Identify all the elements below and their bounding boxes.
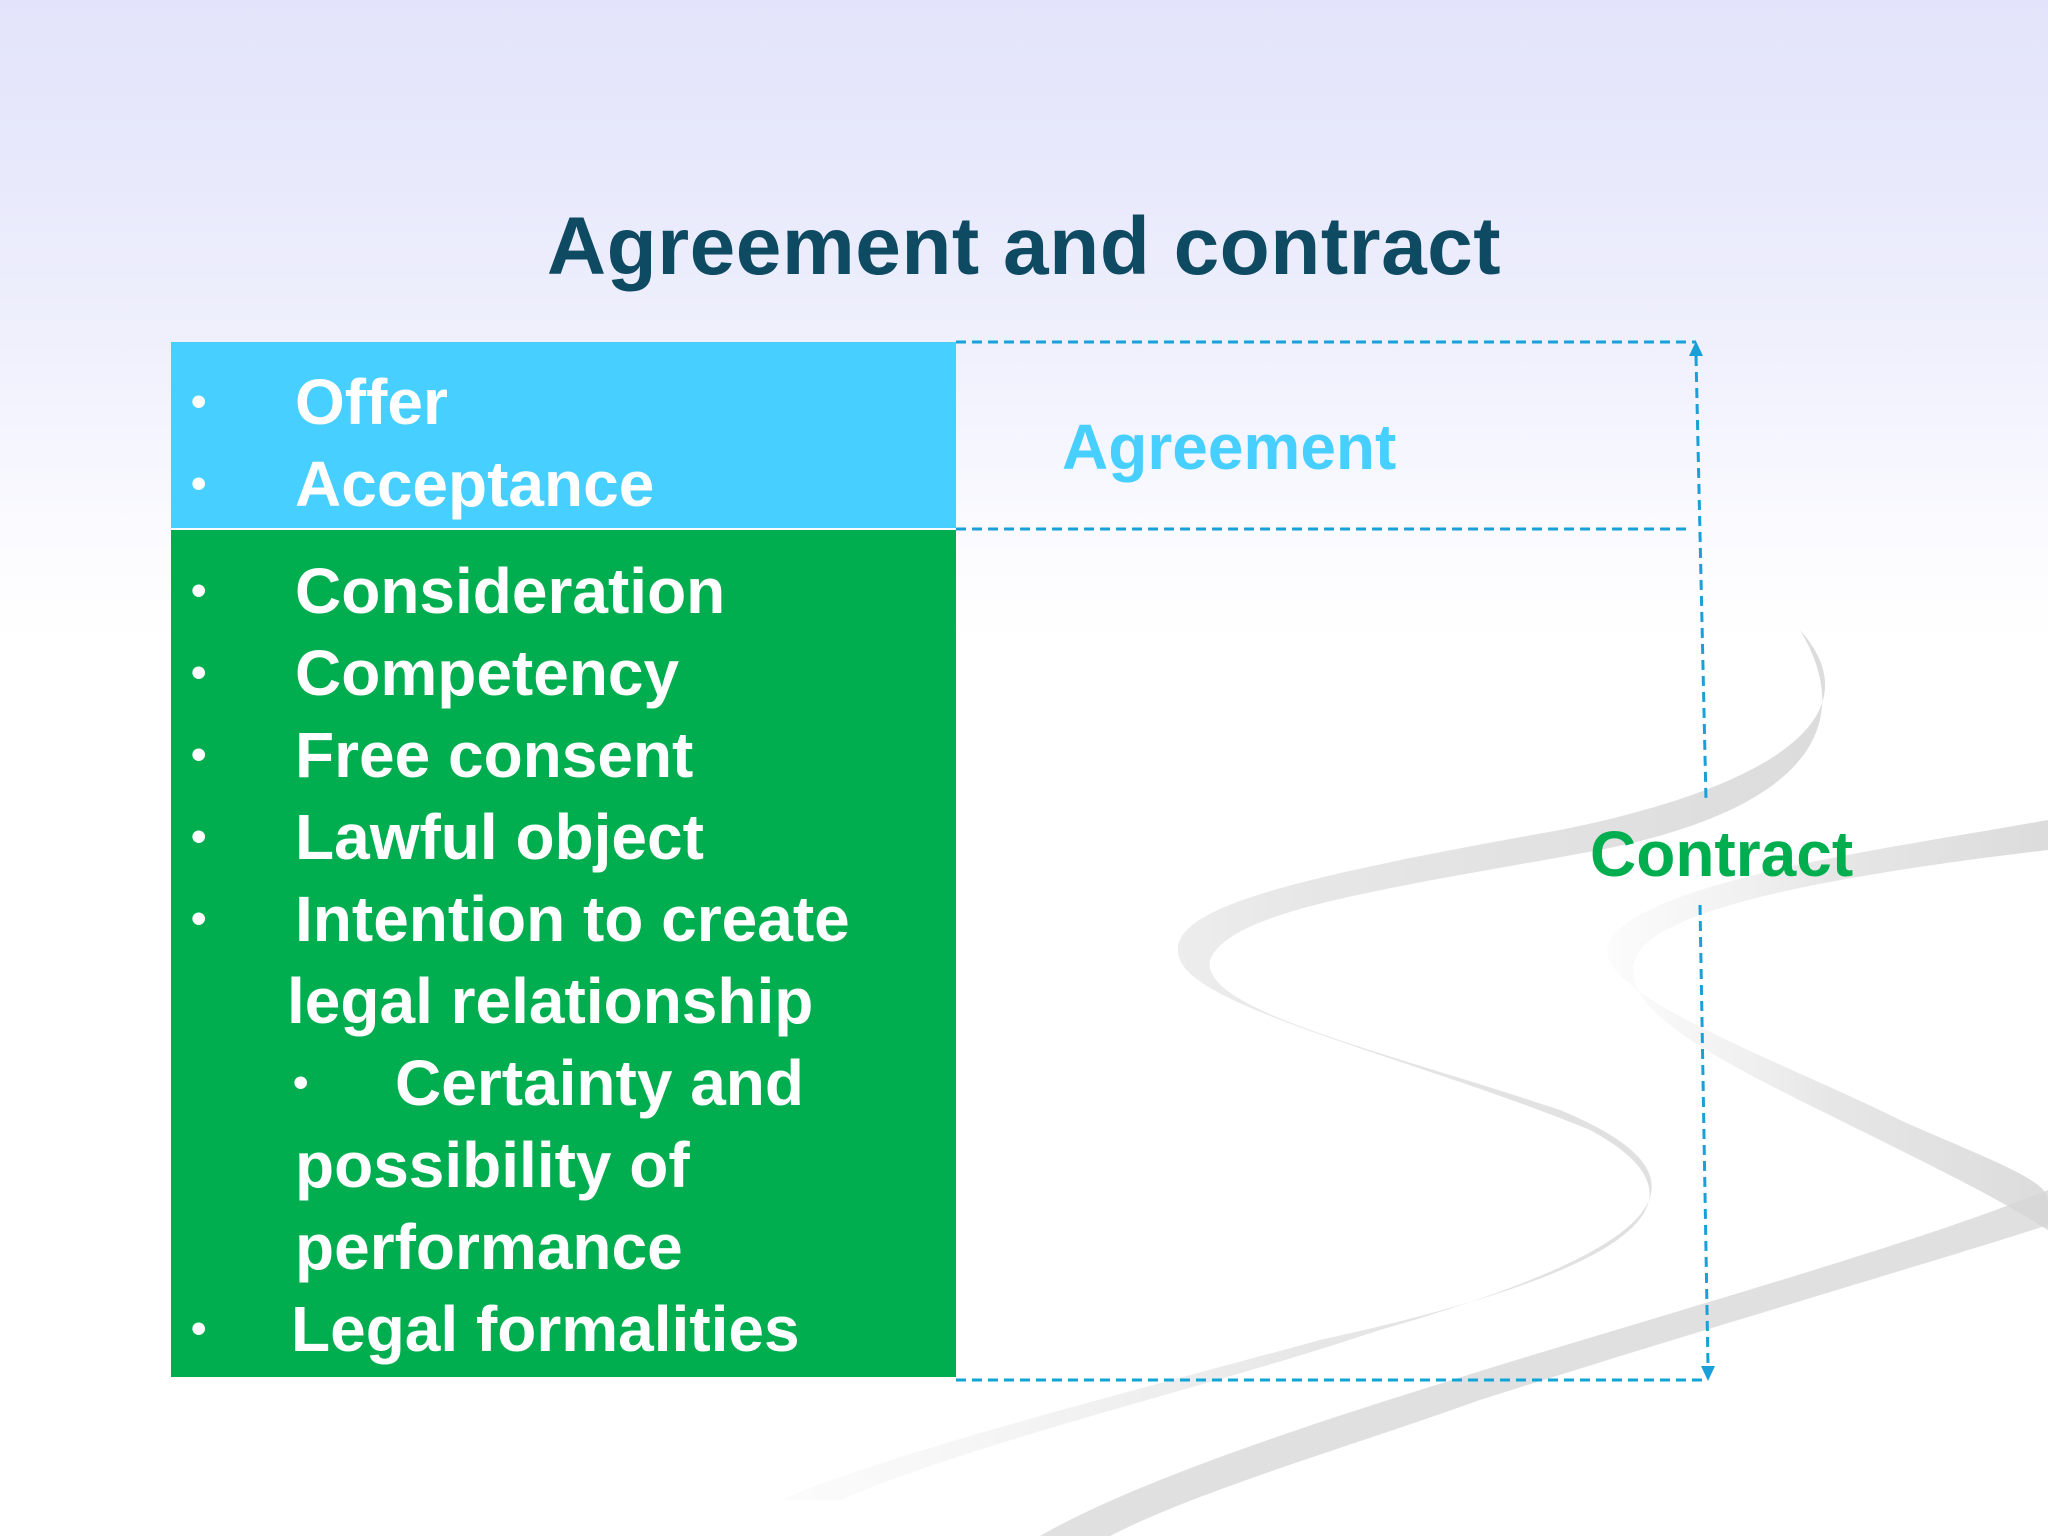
agreement-label: Agreement bbox=[1062, 410, 1396, 484]
contract-arrow-upper-shaft bbox=[1696, 356, 1706, 800]
arrow-down-icon bbox=[1701, 1366, 1715, 1381]
contract-arrow-lower-shaft bbox=[1700, 905, 1708, 1366]
arrow-up-icon bbox=[1689, 341, 1703, 356]
contract-label: Contract bbox=[1590, 817, 1853, 891]
